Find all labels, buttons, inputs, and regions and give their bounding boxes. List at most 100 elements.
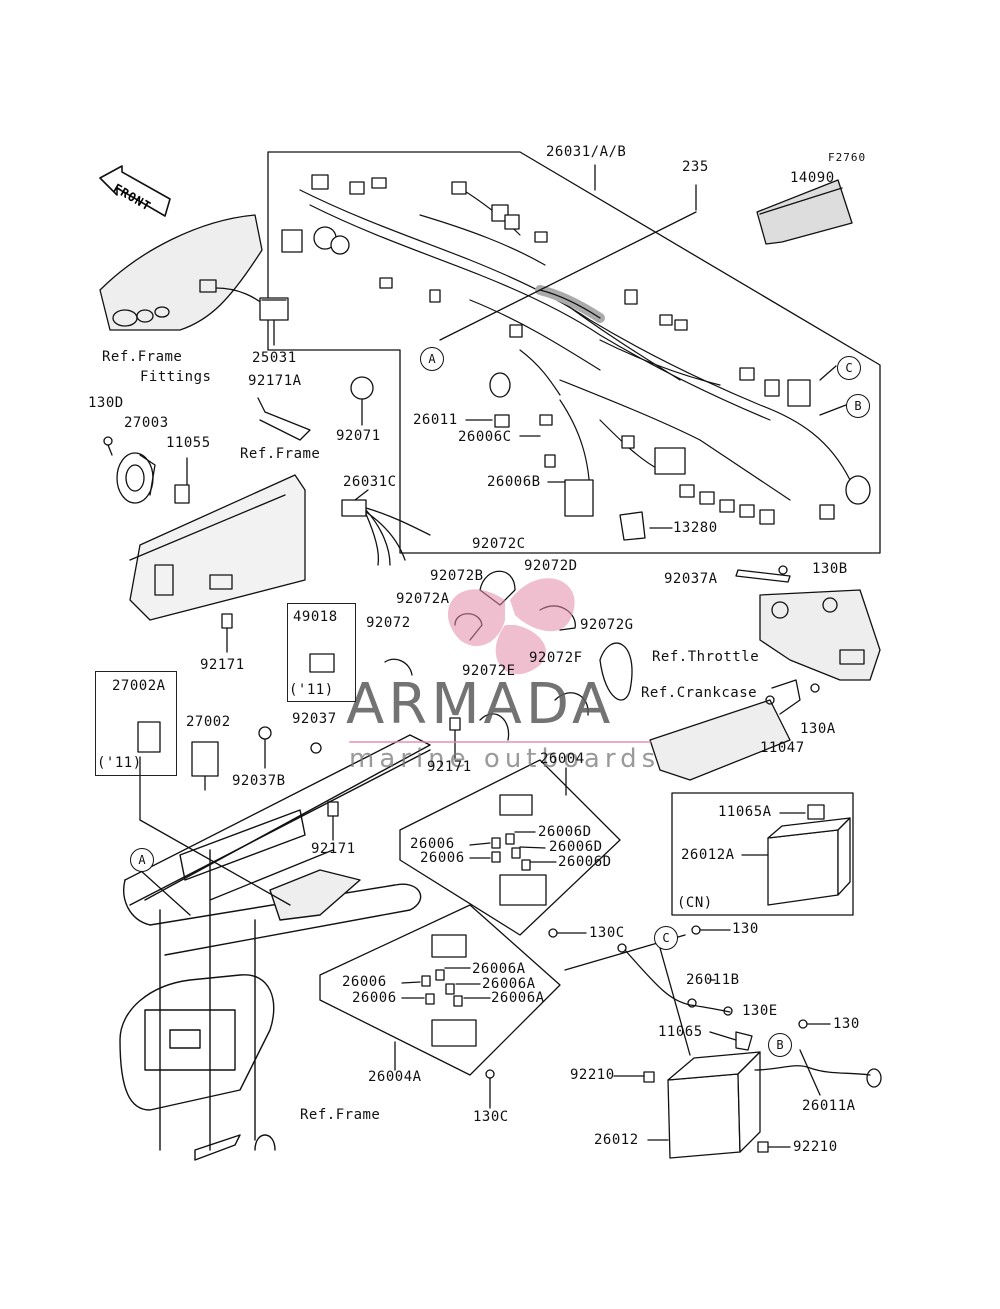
fuse-box-26004A <box>431 1019 477 1047</box>
battery-26012A <box>767 804 851 906</box>
label-130-2: 130 <box>833 1016 860 1032</box>
figure-code: F2760 <box>828 151 867 164</box>
strap-92037A <box>735 569 791 583</box>
label-130d: 130D <box>88 395 124 411</box>
label-26004: 26004 <box>540 751 585 767</box>
label-26004a: 26004A <box>368 1069 422 1085</box>
label-26012a: 26012A <box>681 847 735 863</box>
label-26011: 26011 <box>413 412 458 428</box>
label-130c-2: 130C <box>473 1109 509 1125</box>
strap-92171A <box>257 397 311 441</box>
label-49018: 49018 <box>293 609 338 625</box>
grommet-92071 <box>350 376 374 400</box>
label-26006a-2: 26006A <box>482 976 536 992</box>
fuses-26006 <box>491 833 531 871</box>
label-26006c: 26006C <box>458 429 512 445</box>
label-ref-frame-1: Ref.Frame <box>240 446 321 462</box>
label-92037b: 92037B <box>232 773 286 789</box>
fuse-box-lid-26004 <box>499 794 533 816</box>
throttle-body <box>759 589 881 681</box>
callout-b-lower: B <box>768 1033 792 1057</box>
label-26006-b1: 26006 <box>342 974 387 990</box>
label-92037a: 92037A <box>664 571 718 587</box>
relay-49018 <box>309 653 335 673</box>
cable-26011B <box>624 949 731 1013</box>
fuse-group-26004A <box>319 904 561 1076</box>
label-26031c: 26031C <box>343 474 397 490</box>
terminal-cover-11065 <box>735 1031 753 1051</box>
clip-92037B <box>258 726 272 740</box>
label-26006a-3: 26006A <box>491 990 545 1006</box>
clip-92037 <box>310 742 322 754</box>
left-frame-section <box>129 474 306 621</box>
variant-box-49018 <box>287 603 356 702</box>
label-ref-throttle: Ref.Throttle <box>652 649 760 665</box>
relay-25031 <box>259 297 289 321</box>
nut-92210-2 <box>757 1141 769 1153</box>
label-92171-c: 92171 <box>311 841 356 857</box>
label-92171a: 92171A <box>248 373 302 389</box>
label-92072d: 92072D <box>524 558 578 574</box>
bolt-130B <box>778 565 788 575</box>
label-26006-b2: 26006 <box>352 990 397 1006</box>
bolt-130C-2 <box>485 1069 495 1079</box>
label-26006d-2: 26006D <box>549 839 603 855</box>
corrugated-tube <box>535 285 605 323</box>
label-11065: 11065 <box>658 1024 703 1040</box>
label-26006d-1: 26006D <box>538 824 592 840</box>
cover-part-14090 <box>756 179 853 245</box>
bracket-11047 <box>771 679 801 715</box>
label-130a: 130A <box>800 721 836 737</box>
label-130b: 130B <box>812 561 848 577</box>
callout-c-upper: C <box>837 356 861 380</box>
horn-27003 <box>116 452 156 504</box>
label-11055: 11055 <box>166 435 211 451</box>
fuses-26006A <box>421 969 463 1007</box>
bolt-130-2 <box>798 1019 808 1029</box>
label-year-11-a: ('11) <box>289 682 334 698</box>
label-92072g: 92072G <box>580 617 634 633</box>
label-235: 235 <box>682 159 709 175</box>
harness-group-outline <box>267 151 881 554</box>
label-92072b: 92072B <box>430 568 484 584</box>
battery-26012 <box>667 1051 761 1159</box>
label-26006a-1: 26006A <box>472 961 526 977</box>
label-11047: 11047 <box>760 740 805 756</box>
clip-92171 <box>221 613 233 629</box>
nut-92210-1 <box>643 1071 655 1083</box>
label-26031-a-b: 26031/A/B <box>546 144 627 160</box>
bolt-130-1 <box>691 925 701 935</box>
bracket-11055 <box>174 484 190 504</box>
bolt-130A <box>810 683 820 693</box>
label-26006-a1: 26006 <box>410 836 455 852</box>
clip-92171c <box>327 801 339 817</box>
label-ref-frame-2: Ref.Frame <box>300 1107 381 1123</box>
label-13280: 13280 <box>673 520 718 536</box>
cable-26011A <box>754 1065 871 1076</box>
fuse-box-26004 <box>499 874 547 906</box>
label-26006-a2: 26006 <box>420 850 465 866</box>
label-92072a: 92072A <box>396 591 450 607</box>
callout-c-lower: C <box>654 926 678 950</box>
harness-connectors <box>281 174 871 525</box>
label-27003: 27003 <box>124 415 169 431</box>
lower-frame <box>119 734 431 1161</box>
label-92072c: 92072C <box>472 536 526 552</box>
sub-harness-26031C <box>341 489 431 566</box>
label-92210-1: 92210 <box>570 1067 615 1083</box>
label-92171: 92171 <box>200 657 245 673</box>
label-92072: 92072 <box>366 615 411 631</box>
label-26011b: 26011B <box>686 972 740 988</box>
label-ref-frame-fittings-1: Ref.Frame <box>102 349 183 365</box>
label-92071: 92071 <box>336 428 381 444</box>
callout-b-upper: B <box>846 394 870 418</box>
callout-a-upper: A <box>420 347 444 371</box>
label-27002: 27002 <box>186 714 231 730</box>
label-ref-crankcase: Ref.Crankcase <box>641 685 758 701</box>
variant-box-27002a <box>95 671 177 776</box>
label-year-11-b: ('11) <box>97 755 142 771</box>
watermark-brand: ARMADA <box>346 672 615 737</box>
bolt-130D <box>103 436 113 446</box>
